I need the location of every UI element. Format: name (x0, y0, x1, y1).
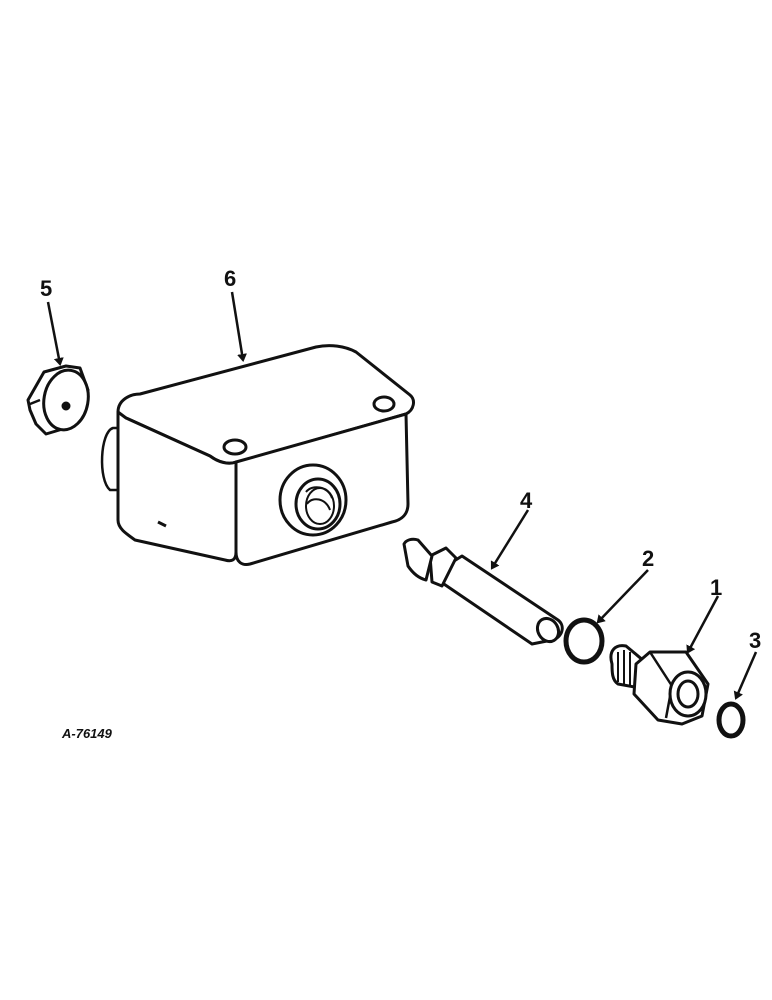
callout-3: 3 (749, 628, 761, 653)
leader-arrow-6 (230, 291, 247, 362)
leader-arrow-5 (46, 301, 64, 366)
o-ring-end-part (716, 701, 746, 739)
leader-lines (46, 291, 758, 700)
leader-arrow-3 (733, 651, 758, 700)
leader-arrow-2 (596, 569, 649, 624)
o-ring-small-part (563, 617, 605, 665)
leader-arrow-4 (490, 509, 530, 570)
leader-arrow-1 (686, 595, 720, 654)
valve-body-part (100, 344, 415, 566)
cap-part (26, 364, 90, 436)
needle-valve-part (402, 537, 564, 646)
callout-4: 4 (520, 488, 533, 513)
callout-5: 5 (40, 276, 52, 301)
callout-1: 1 (710, 575, 722, 600)
fitting-part (609, 644, 710, 726)
callout-6: 6 (224, 266, 236, 291)
callout-2: 2 (642, 546, 654, 571)
drawing-id-label: A-76149 (61, 726, 113, 741)
